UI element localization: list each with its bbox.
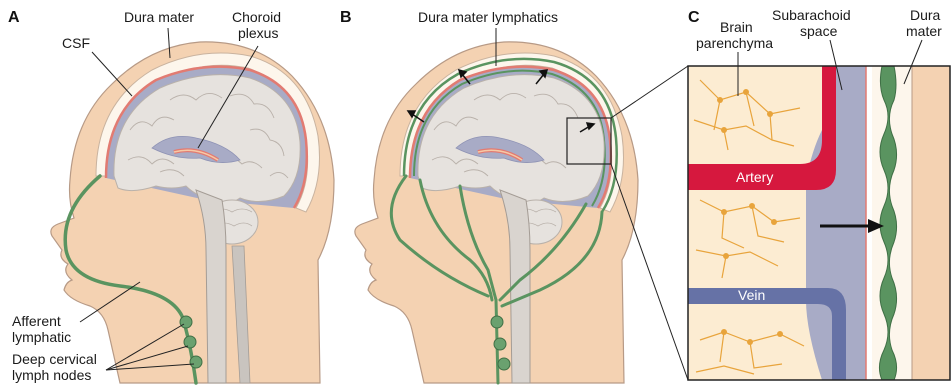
label-dura-2: mater: [906, 23, 942, 39]
label-subarachnoid-1: Subarachoid: [772, 7, 851, 23]
label-afferent-2: lymphatic: [12, 329, 71, 345]
label-subarachnoid-2: space: [800, 23, 838, 39]
lymph-node-b-2: [494, 338, 506, 350]
label-dura-1: Dura: [910, 7, 941, 23]
label-choroid-2: plexus: [238, 25, 278, 41]
panel-b: B: [340, 9, 688, 383]
zoom-line-top: [611, 66, 688, 118]
label-brain-1: Brain: [720, 19, 753, 35]
label-brain-2: parenchyma: [696, 35, 773, 51]
label-vein: Vein: [738, 287, 765, 303]
panel-c-label: C: [688, 9, 700, 26]
lymph-node-b-1: [491, 316, 503, 328]
label-afferent-1: Afferent: [12, 313, 61, 329]
label-dura-lymphatics: Dura mater lymphatics: [418, 9, 558, 25]
panel-a: A: [8, 9, 334, 383]
lymph-node-b-3: [498, 358, 510, 370]
label-csf: CSF: [62, 35, 90, 51]
panel-c: C: [688, 7, 950, 380]
panel-a-label: A: [8, 9, 20, 26]
lymph-node-1: [180, 316, 192, 328]
label-nodes-1: Deep cervical: [12, 351, 97, 367]
label-dura-mater-a: Dura mater: [124, 9, 194, 25]
label-choroid-1: Choroid: [232, 9, 281, 25]
label-artery: Artery: [736, 169, 773, 185]
skull-region: [912, 66, 950, 380]
label-nodes-2: lymph nodes: [12, 367, 91, 383]
lymph-node-3: [190, 356, 202, 368]
panel-b-label: B: [340, 9, 352, 26]
